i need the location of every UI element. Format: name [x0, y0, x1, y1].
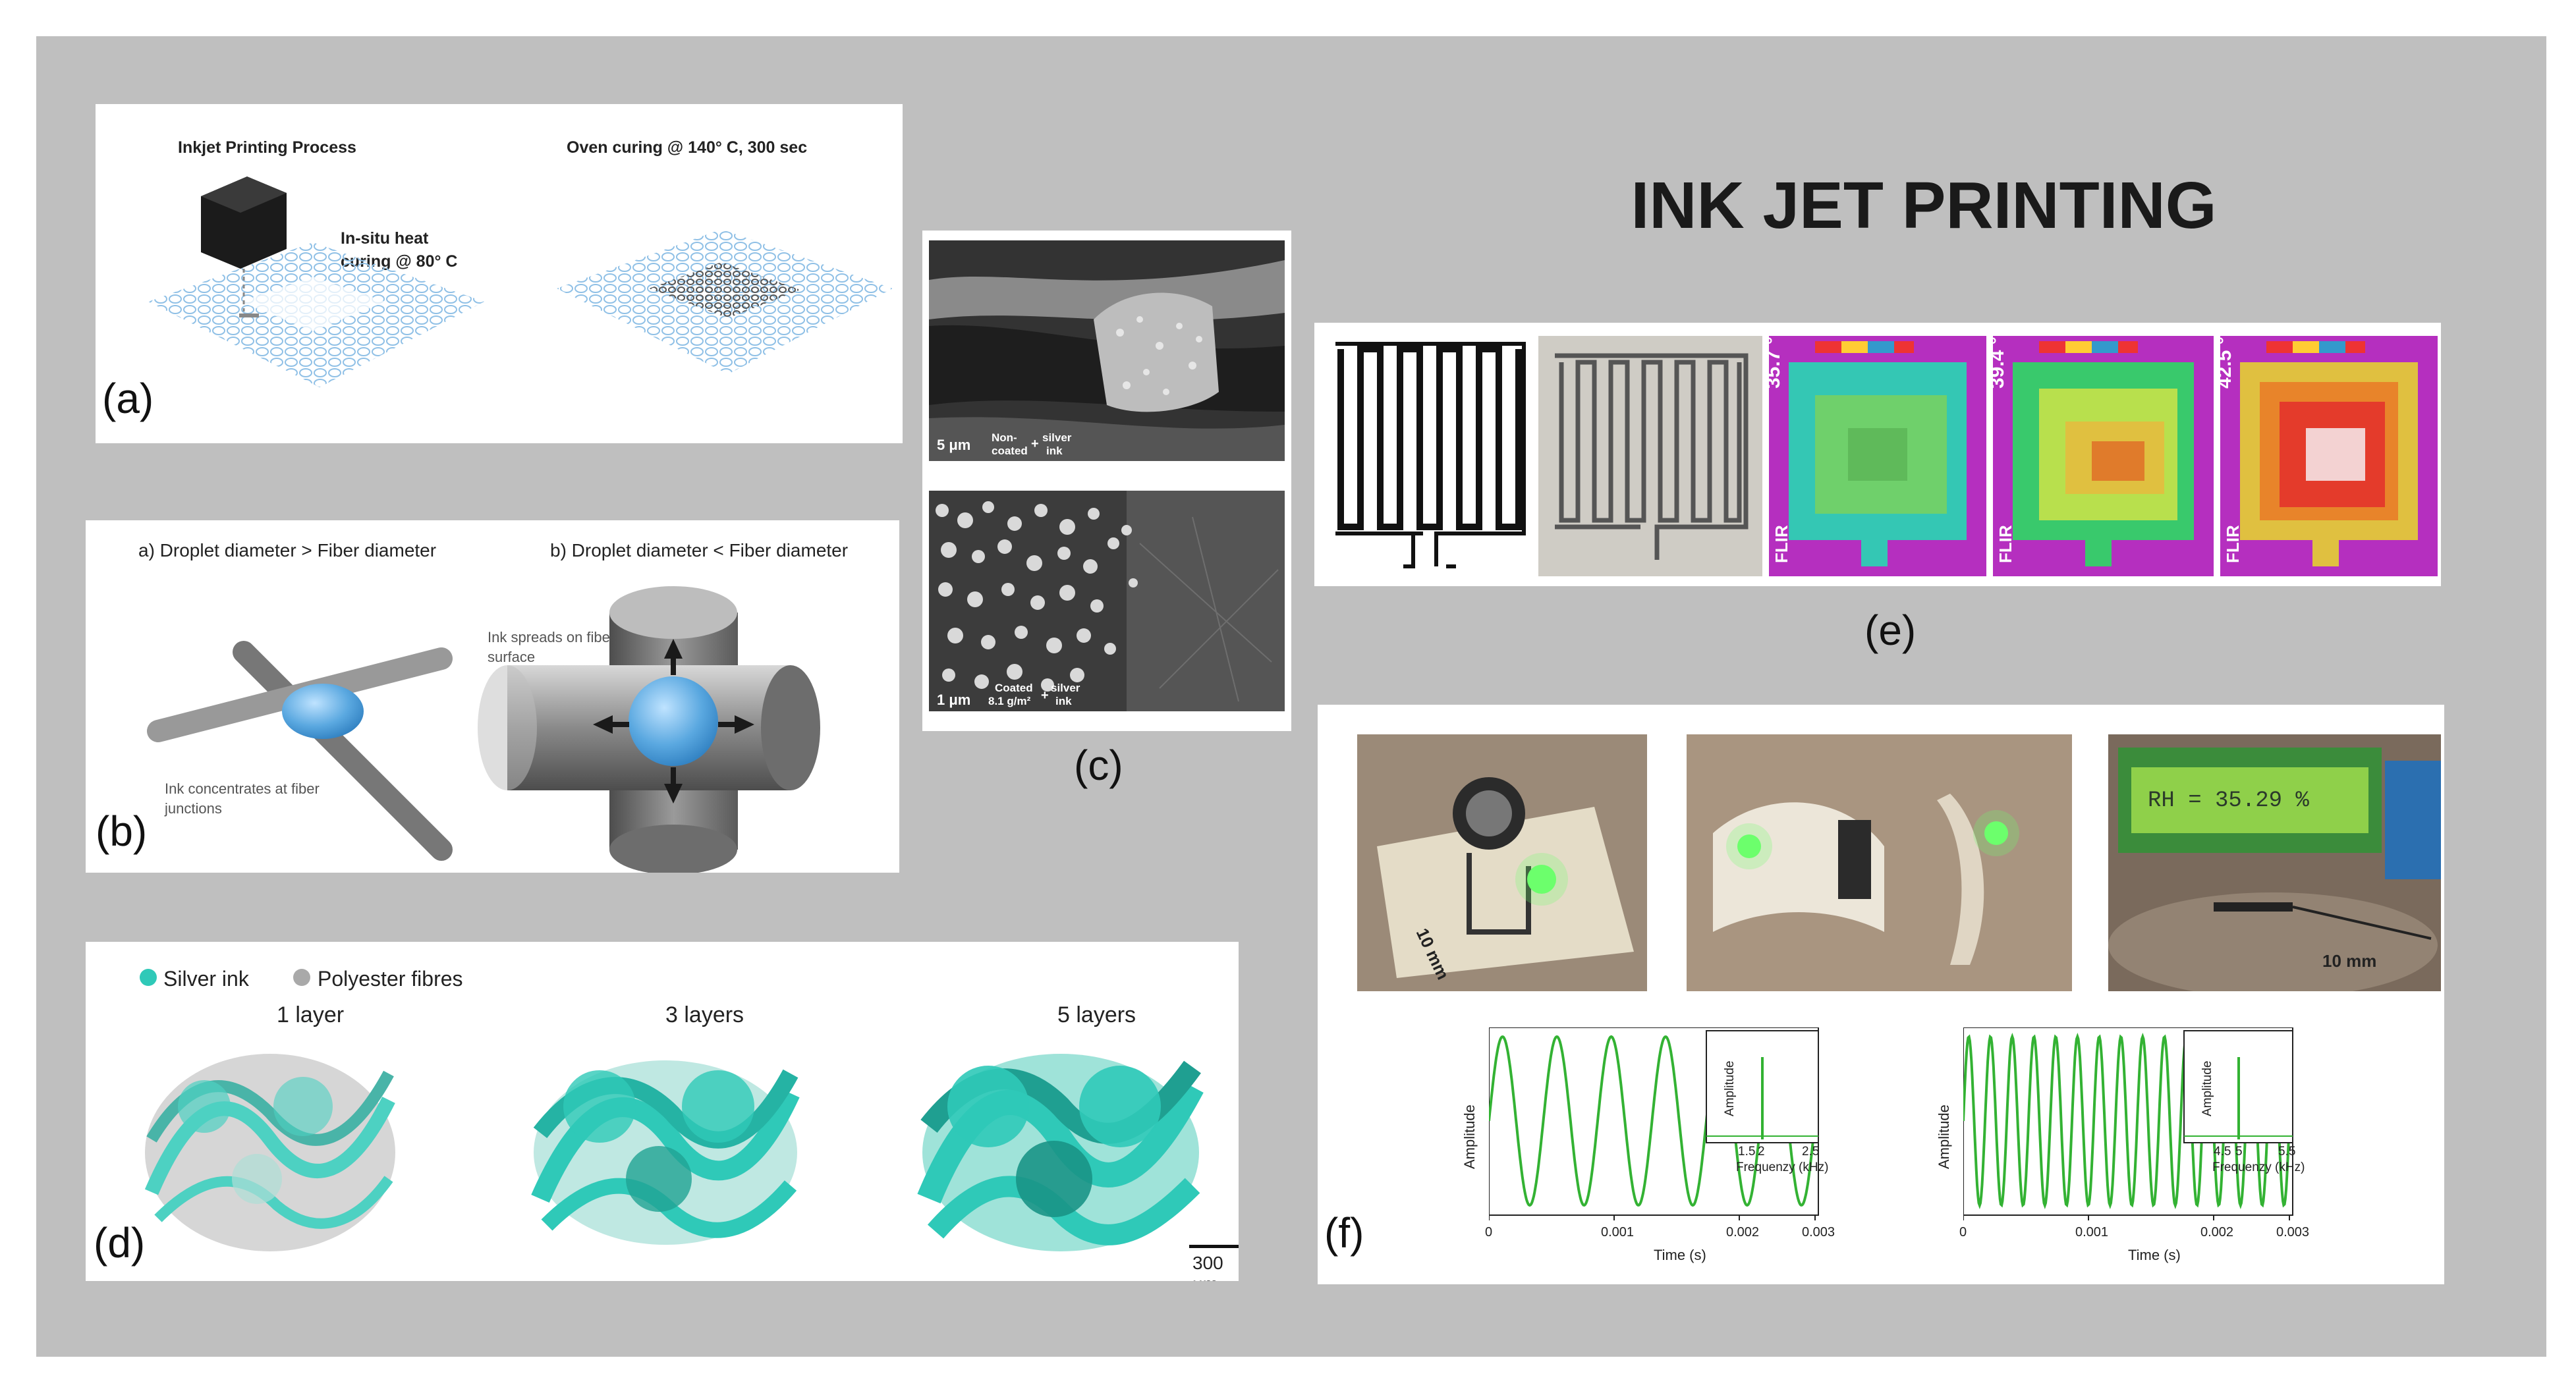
- panel-d-fiber-renderings: [144, 1054, 1239, 1251]
- thermal-image-2: 39.4 °C FLIR: [1993, 336, 2214, 576]
- panel-b-conc-1: Ink concentrates at fiber: [165, 780, 320, 797]
- thin-fiber-junction: [147, 641, 453, 861]
- legend-silver-dot: [140, 969, 157, 986]
- plot1-inset-xlabel: Frequenzy (kHz): [1736, 1160, 1829, 1174]
- plot1-inset-xtick-1: 2: [1758, 1145, 1765, 1159]
- layer-5-label: 5 layers: [1057, 1002, 1136, 1027]
- panel-a-illustration: [148, 177, 893, 387]
- panel-e-tag: (e): [1864, 607, 1917, 654]
- panel-c-tag: (c): [1074, 742, 1123, 789]
- sem-bottom-left-2: 8.1 g/m²: [988, 695, 1031, 707]
- plot1-inset-xtick-2: 2.5: [1802, 1145, 1820, 1159]
- sem-top: 5 μm Non- coated + silver ink: [929, 240, 1285, 461]
- photo-textile-led: 10 mm: [1357, 734, 1647, 991]
- printed-heater-photo: [1538, 336, 1762, 576]
- panel-b-illustration: [147, 586, 820, 873]
- waveform-plot-2: [1963, 1027, 2293, 1220]
- legend-silver-label: Silver ink: [163, 967, 249, 991]
- panel-b-left-title: a) Droplet diameter > Fiber diameter: [138, 540, 437, 560]
- plot2-inset-xtick-1: 5: [2235, 1145, 2243, 1159]
- thermal-brand-3: FLIR: [2223, 525, 2243, 563]
- panel-b-conc-2: junctions: [165, 800, 222, 817]
- thermal-temp-2: 39.4 °C: [1993, 336, 2008, 389]
- plot1-xtick-3: 0.003: [1802, 1225, 1835, 1240]
- plot1-xtick-2: 0.002: [1726, 1225, 1760, 1240]
- panel-a: Inkjet Printing Process Oven curing @ 14…: [96, 104, 903, 443]
- printed-area-right: [649, 262, 800, 318]
- panel-d-scale-label: 300 um: [1192, 1253, 1223, 1281]
- panel-b-spread-1: Ink spreads on fiber: [488, 629, 615, 645]
- panel-d-tag: (d): [94, 1219, 146, 1267]
- layer-1-label: 1 layer: [277, 1002, 345, 1027]
- sem-bottom-right-1: silver: [1051, 682, 1080, 694]
- panel-a-left-title: Inkjet Printing Process: [178, 138, 356, 157]
- plot1-xtick-1: 0.001: [1601, 1225, 1635, 1240]
- panel-b: a) Droplet diameter > Fiber diameter b) …: [86, 520, 899, 873]
- sem-bottom-left-1: Coated: [995, 682, 1033, 694]
- panel-f: 10 mm RH = 35.29 % 10 mm: [1318, 705, 2444, 1284]
- legend-poly-label: Polyester fibres: [318, 967, 463, 991]
- sem-top-left-2: coated: [992, 445, 1028, 457]
- plot2-inset-ylabel: Amplitude: [2200, 1060, 2214, 1117]
- panel-b-right-title: b) Droplet diameter < Fiber diameter: [550, 540, 849, 560]
- photo-flexible-led: [1687, 734, 2072, 991]
- plot2-xtick-1: 0.001: [2075, 1225, 2109, 1240]
- plot2-xlabel: Time (s): [2128, 1247, 2181, 1263]
- heater-pattern-drawing: [1335, 342, 1526, 568]
- lcd-reading: RH = 35.29 %: [2148, 788, 2309, 813]
- ink-droplet-small: [282, 684, 364, 739]
- panel-e: 35.7 °C FLIR 39.4 °C FLIR: [1314, 323, 2441, 586]
- thermal-brand-1: FLIR: [1772, 525, 1791, 563]
- thermal-brand-2: FLIR: [1996, 525, 2015, 563]
- printed-area-left: [240, 277, 385, 331]
- photo-humidity-sensor: RH = 35.29 % 10 mm: [2108, 734, 2441, 991]
- scale-label-2: 10 mm: [2322, 951, 2377, 971]
- plot2-inset-xtick-0: 4.5: [2214, 1145, 2231, 1159]
- plot1-inset-xtick-0: 1.5: [1738, 1145, 1756, 1159]
- plot1-inset-ylabel: Amplitude: [1723, 1060, 1737, 1117]
- plot2-xtick-2: 0.002: [2200, 1225, 2234, 1240]
- scale-bar: [1189, 1245, 1239, 1248]
- plot1-ylabel: Amplitude: [1461, 1105, 1478, 1169]
- panel-a-right-title: Oven curing @ 140° C, 300 sec: [567, 138, 808, 157]
- rendering-5-layers: [917, 1054, 1204, 1251]
- plot2-ylabel: Amplitude: [1936, 1105, 1952, 1169]
- panel-a-heat-label-1: In-situ heat: [341, 229, 429, 248]
- plot1-xlabel: Time (s): [1654, 1247, 1706, 1263]
- panel-d: Silver ink Polyester fibres 1 layer 3 la…: [86, 942, 1239, 1281]
- panel-b-spread-2: surface: [488, 649, 536, 665]
- plot2-inset-xtick-2: 5.5: [2278, 1145, 2296, 1159]
- sem-bottom-right-2: ink: [1055, 695, 1072, 707]
- rendering-1-layer: [144, 1054, 395, 1251]
- panel-a-tag: (a): [102, 375, 154, 422]
- waveform-plot-1: [1489, 1027, 1819, 1220]
- plot2-inset-xlabel: Frequenzy (kHz): [2212, 1160, 2305, 1174]
- panel-c: 5 μm Non- coated + silver ink: [922, 231, 1291, 731]
- sem-bottom-scale: 1 μm: [937, 692, 971, 708]
- sem-top-scale: 5 μm: [937, 437, 971, 453]
- sem-bottom: 1 μm Coated 8.1 g/m² + silver ink: [929, 491, 1285, 711]
- sem-top-left-1: Non-: [992, 431, 1017, 444]
- sem-top-plus: +: [1031, 437, 1039, 451]
- panel-f-tag: (f): [1324, 1209, 1364, 1257]
- layer-3-label: 3 layers: [665, 1002, 744, 1027]
- legend-poly-dot: [293, 969, 310, 986]
- plot1-xtick-0: 0: [1485, 1225, 1493, 1240]
- rendering-3-layers: [531, 1060, 800, 1245]
- thermal-temp-3: 42.5 °C: [2220, 336, 2235, 389]
- page-title: INK JET PRINTING: [1631, 169, 2217, 242]
- plot2-xtick-0: 0: [1959, 1225, 1967, 1240]
- plot2-xtick-3: 0.003: [2276, 1225, 2310, 1240]
- printhead-icon: [201, 177, 287, 317]
- sem-bottom-plus: +: [1041, 688, 1049, 703]
- ink-droplet-large: [629, 676, 718, 766]
- thermal-temp-1: 35.7 °C: [1769, 336, 1784, 389]
- thermal-image-1: 35.7 °C FLIR: [1769, 336, 1986, 576]
- sem-top-right-2: ink: [1046, 445, 1063, 457]
- panel-b-tag: (b): [96, 807, 148, 855]
- thick-fiber-junction: [478, 586, 820, 873]
- thermal-image-3: 42.5 °C FLIR: [2220, 336, 2438, 576]
- sem-top-right-1: silver: [1042, 431, 1072, 444]
